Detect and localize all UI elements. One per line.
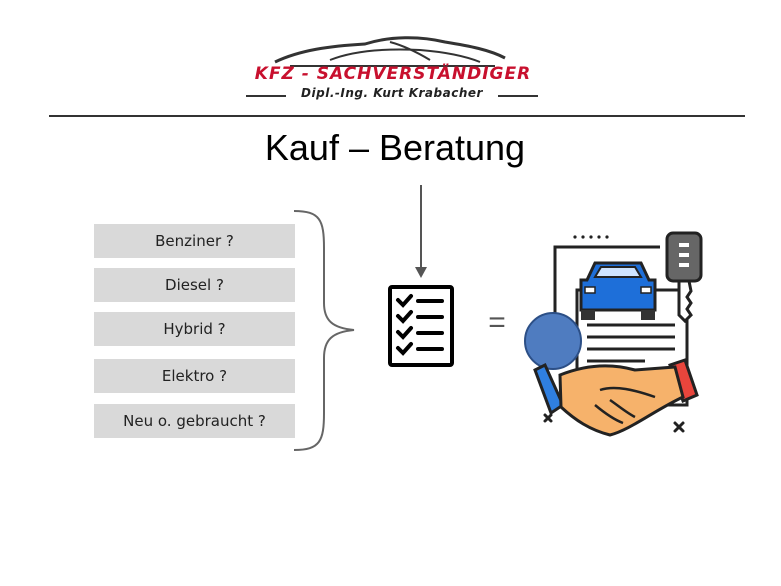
car-key-icon (665, 231, 703, 324)
page-title: Kauf – Beratung (264, 127, 526, 168)
curly-brace-icon (293, 210, 355, 451)
option-neu-gebraucht: Neu o. gebraucht ? (94, 404, 295, 438)
option-elektro: Elektro ? (94, 359, 295, 393)
option-diesel: Diesel ? (94, 268, 295, 302)
car-silhouette-icon (274, 36, 506, 67)
sparkle-icon (543, 413, 685, 433)
blue-circle-marker (524, 312, 582, 370)
car-purchase-illustration (524, 231, 703, 437)
logo-subtitle: Dipl.-Ing. Kurt Krabacher (246, 86, 538, 104)
checklist-icon (388, 285, 454, 367)
car-icon (579, 261, 657, 320)
header-divider (49, 115, 745, 117)
dots-decoration (573, 235, 609, 239)
handshake-icon (533, 358, 699, 437)
arrow-down-icon (415, 185, 427, 278)
equals-sign: = (488, 306, 506, 339)
option-hybrid: Hybrid ? (94, 312, 295, 346)
logo-subtitle-text: Dipl.-Ing. Kurt Krabacher (301, 86, 483, 100)
logo-title: KFZ - SACHVERSTÄNDIGER (254, 64, 532, 84)
option-benziner: Benziner ? (94, 224, 295, 258)
